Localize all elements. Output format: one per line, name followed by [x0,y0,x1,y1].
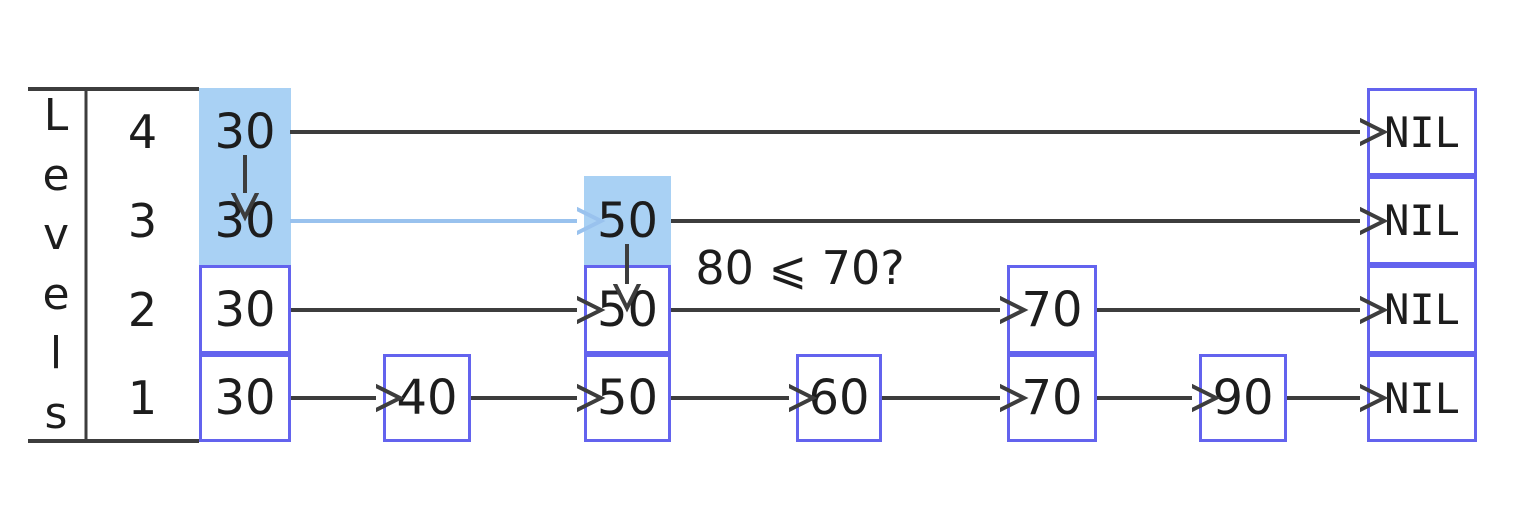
levels-letter: e [42,268,70,320]
node-nil-level2: NIL [1367,265,1477,354]
levels-axis-label: L e v e l s [28,94,84,436]
node-70-level1: 70 [1007,354,1097,442]
node-nil-level4: NIL [1367,88,1477,176]
node-60-level1: 60 [796,354,882,442]
level-number-4: 4 [127,105,158,159]
levels-letter: L [43,90,69,141]
levels-letter: e [42,149,70,201]
levels-letter: v [42,209,70,261]
node-50-level1: 50 [584,354,671,442]
levels-letter: l [49,328,63,380]
node-50-level3: 50 [584,176,671,265]
node-90-level1: 90 [1199,354,1287,442]
level-number-3: 3 [127,193,158,248]
node-30-level4: 30 [214,104,276,160]
level-number-1: 1 [127,371,158,425]
node-70-level2: 70 [1007,265,1097,354]
node-30-level3: 30 [214,192,276,249]
node-nil-level1: NIL [1367,354,1477,442]
comparison-annotation: 80 ⩽ 70? [695,241,905,295]
node-nil-level3: NIL [1367,176,1477,265]
node-30-level2: 30 [199,265,291,354]
level-number-2: 2 [127,282,158,337]
levels-letter: s [44,387,68,439]
node-30-level1: 30 [199,354,291,442]
node-40-level1: 40 [383,354,471,442]
node-50-level2: 50 [584,265,671,354]
